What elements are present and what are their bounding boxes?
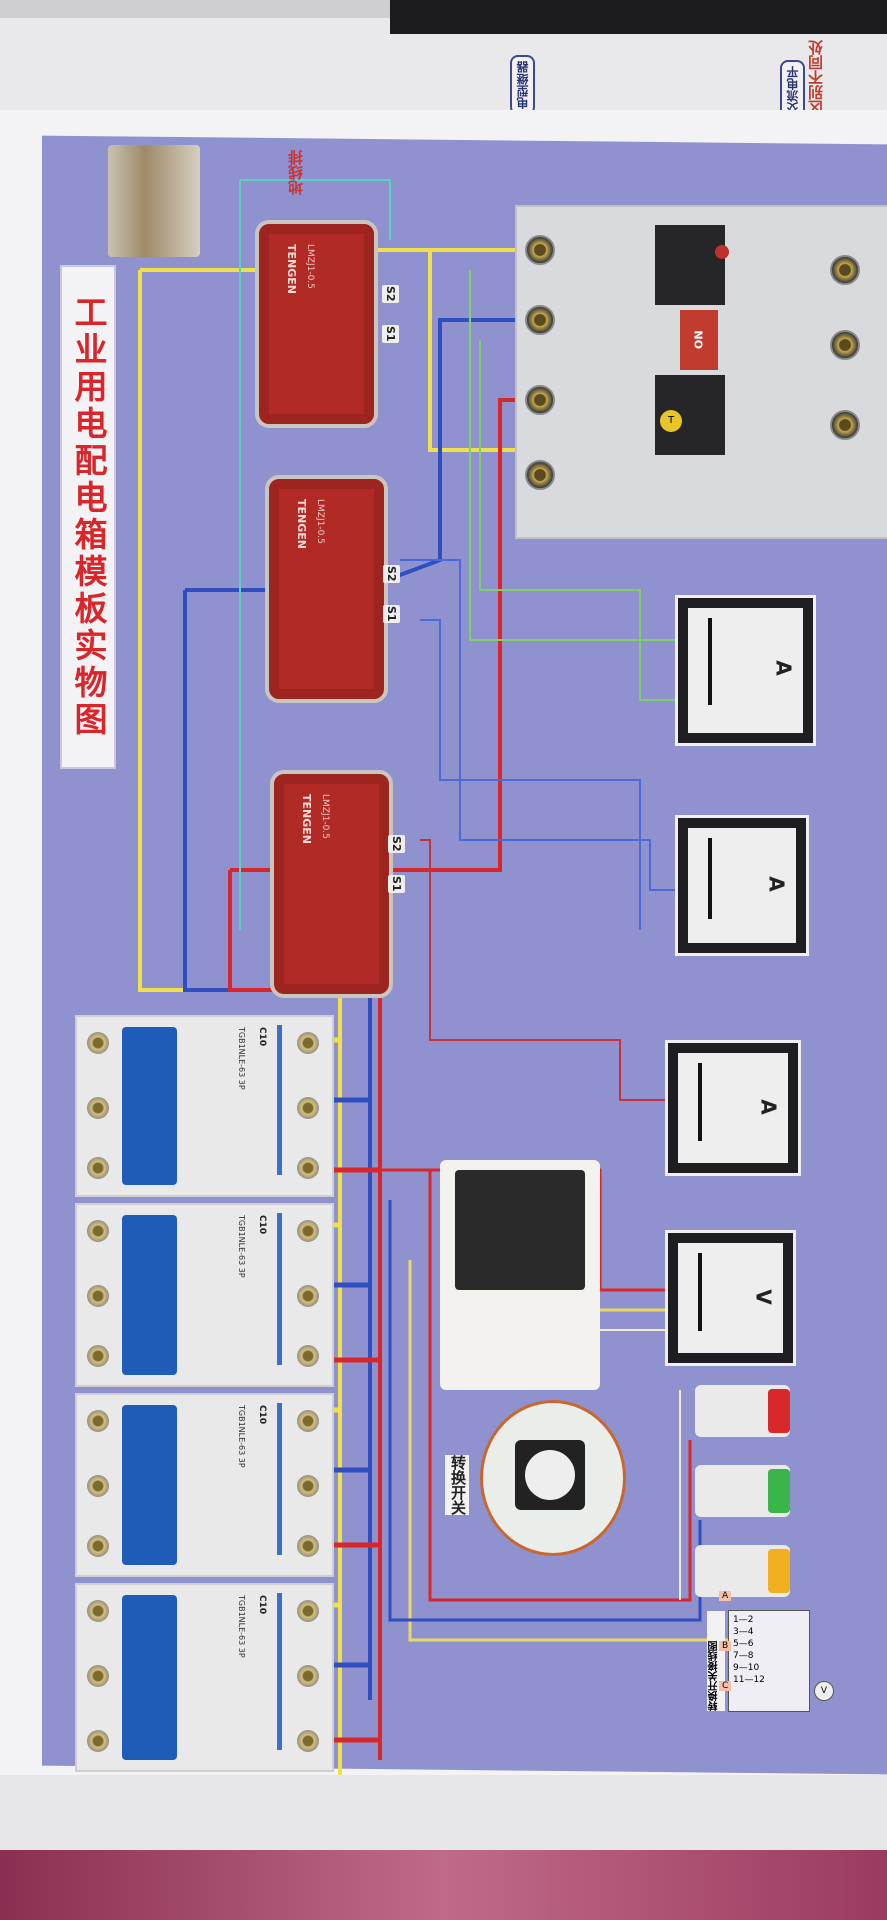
ammeter-3: A: [665, 1040, 801, 1176]
legend-row: 7—8: [733, 1651, 754, 1661]
breaker-screw: [830, 410, 860, 440]
mcb-handle[interactable]: [122, 1027, 177, 1185]
legend-title: 转换开关接线图: [707, 1611, 725, 1711]
mcb-model: TGB1NLE-63 3P: [237, 1595, 246, 1658]
meter-needle: [708, 838, 712, 919]
mcb-rating: C10: [257, 1027, 267, 1047]
breaker-screw: [830, 330, 860, 360]
legend-voltmeter: V: [814, 1681, 834, 1701]
selector-switch-terminals: [455, 1170, 585, 1290]
ct-brand: TENGEN: [285, 244, 298, 294]
fabric-background: [0, 1850, 887, 1920]
wire-blue-thin: [400, 559, 675, 930]
legend-phase-a: A: [719, 1591, 732, 1601]
book-edge: [0, 0, 400, 18]
mcb-model: TGB1NLE-63 3P: [237, 1215, 246, 1278]
ammeter-2: A: [675, 815, 809, 956]
legend-row: 9—10: [733, 1663, 760, 1673]
mcb-model: TGB1NLE-63 3P: [237, 1405, 246, 1468]
legend-row: 11—12: [733, 1675, 765, 1685]
legend-row: 3—4: [733, 1627, 754, 1637]
ct-brand: TENGEN: [300, 794, 313, 844]
meter-unit: A: [756, 1099, 781, 1115]
diagram-title: 工业用电配电箱模板实物图: [69, 295, 108, 739]
ct-brand: TENGEN: [295, 499, 308, 549]
book-photo-strip: [390, 0, 887, 34]
mcb-1: TGB1NLE-63 3P C10: [75, 1015, 334, 1197]
breaker-screw: [525, 460, 555, 490]
ct-model: LMZJ1-0.5: [305, 244, 315, 289]
current-transformer-1: TENGEN LMZJ1-0.5: [255, 220, 378, 428]
book-page-bottom: [0, 1775, 887, 1855]
ground-bar-label: 地线排: [287, 150, 305, 195]
legend-phase-b: B: [719, 1641, 732, 1651]
mcb-rating: C10: [257, 1405, 267, 1425]
ground-bar-photo: [108, 145, 200, 257]
ct1-terminal-s2: S2: [382, 285, 399, 303]
breaker-screw: [525, 385, 555, 415]
mcb-rating: C10: [257, 1595, 267, 1615]
meter-unit: A: [771, 660, 796, 676]
indicator-light-red: [695, 1385, 790, 1437]
meter-needle: [698, 1063, 702, 1141]
meter-unit: A: [764, 876, 789, 892]
current-transformer-2: TENGEN LMZJ1-0.5: [265, 475, 388, 703]
switch-knob[interactable]: [525, 1450, 575, 1500]
ammeter-1: A: [675, 595, 816, 746]
ct2-terminal-s2: S2: [383, 565, 400, 583]
mcb-4: TGB1NLE-63 3P C10: [75, 1583, 334, 1772]
mcb-handle[interactable]: [122, 1215, 177, 1375]
wire-busbar-blue: [300, 1097, 370, 1668]
ct-model: LMZJ1-0.5: [320, 794, 330, 839]
breaker-screw: [525, 235, 555, 265]
legend-row: 1—2: [733, 1615, 754, 1625]
lamp-cap: [768, 1469, 790, 1513]
title-banner: 工业用电配电箱模板实物图: [60, 265, 116, 769]
ct3-terminal-s2: S2: [388, 835, 405, 853]
meter-needle: [698, 1253, 702, 1331]
wire-green: [469, 270, 675, 701]
meter-needle: [708, 618, 712, 705]
switch-wiring-legend: 转换开关接线图 1—2 3—4 5—6 7—8 9—10 11—12 A B C…: [707, 1591, 834, 1712]
ct3-terminal-s1: S1: [388, 875, 405, 893]
meter-unit: V: [751, 1289, 776, 1305]
legend-row: 5—6: [733, 1639, 754, 1649]
voltmeter: V: [665, 1230, 796, 1366]
breaker-on-switch[interactable]: ON: [680, 310, 718, 370]
breaker-screw: [525, 305, 555, 335]
ct1-terminal-s1: S1: [382, 325, 399, 343]
mcb-rating: C10: [257, 1215, 267, 1235]
current-transformer-3: TENGEN LMZJ1-0.5: [270, 770, 393, 998]
ct-model: LMZJ1-0.5: [315, 499, 325, 544]
wire-busbar-red: [300, 1167, 380, 1743]
switch-label: 转换开关: [445, 1455, 469, 1515]
lamp-cap: [768, 1549, 790, 1593]
breaker-indicator-led: [715, 245, 729, 259]
indicator-light-green: [695, 1465, 790, 1517]
breaker-screw: [830, 255, 860, 285]
legend-phase-c: C: [719, 1681, 732, 1691]
wire-yellow-2: [408, 1260, 730, 1642]
mcb-handle[interactable]: [122, 1405, 177, 1565]
indicator-light-yellow: [695, 1545, 790, 1597]
wire-red-thin: [420, 839, 665, 1101]
ct2-terminal-s1: S1: [383, 605, 400, 623]
lamp-cap: [768, 1389, 790, 1433]
breaker-label-panel: [655, 225, 725, 305]
mcb-3: TGB1NLE-63 3P C10: [75, 1393, 334, 1577]
wire-cyan: [239, 179, 391, 930]
mcb-handle[interactable]: [122, 1595, 177, 1760]
breaker-test-button[interactable]: T: [660, 410, 682, 432]
mcb-model: TGB1NLE-63 3P: [237, 1027, 246, 1090]
mcb-2: TGB1NLE-63 3P C10: [75, 1203, 334, 1387]
